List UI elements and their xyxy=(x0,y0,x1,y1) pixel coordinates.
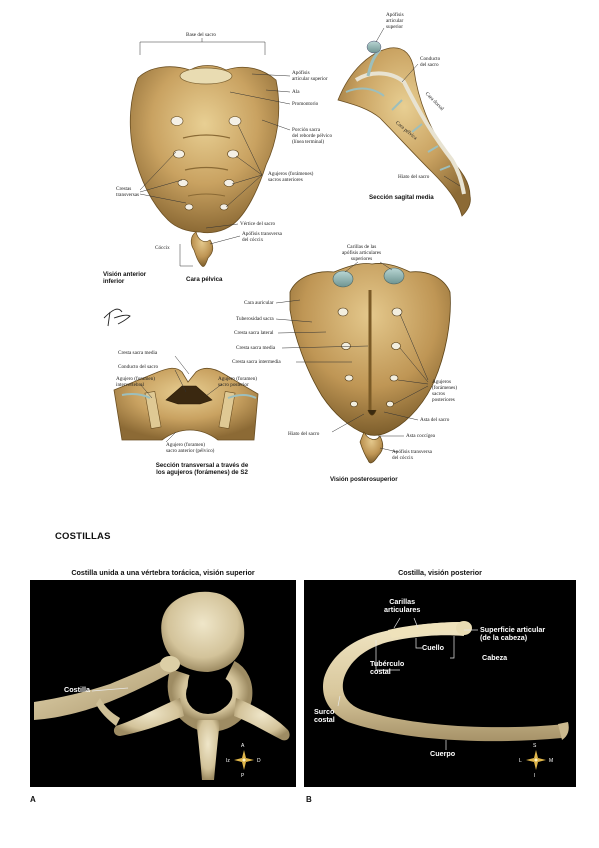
compass-a-east: D xyxy=(257,758,261,764)
compass-b-east: M xyxy=(549,758,554,764)
label-posterior-sacral-hiatus: Hiato del sacro xyxy=(288,431,320,437)
caption-anterior-view: Visión anterior inferior xyxy=(103,271,147,286)
label-sacral-apex: Vértice del sacro xyxy=(240,221,276,227)
label-posterior-foramina: Agujeros (forámenes) sacros posteriores xyxy=(432,379,458,403)
sacrum-illustration: Base del sacro Apófisis articular superi… xyxy=(103,12,471,483)
label-coccygeal-cornu: Asta coccígea xyxy=(406,433,435,439)
caption-transverse-section: Sección transversal a través de los aguj… xyxy=(155,462,249,477)
label-articular-facets-b: Carillas articulares xyxy=(384,597,421,615)
label-transverse-median-crest: Cresta sacra media xyxy=(118,350,158,356)
label-superior-articular-process: Apófisis articular superior xyxy=(292,70,328,82)
section-title: COSTILLAS xyxy=(55,531,111,542)
label-rib-body: Cuerpo xyxy=(430,749,456,758)
netter-signature xyxy=(103,308,131,327)
compass-b-west: L xyxy=(519,758,522,764)
label-posterior-coccyx-transverse: Apófisis transversa del cóccix xyxy=(392,449,432,461)
label-transverse-sacral-canal: Conducto del sacro xyxy=(118,364,159,370)
label-coccyx: Cóccix xyxy=(155,245,170,251)
label-intermediate-crest: Cresta sacra intermedia xyxy=(232,359,281,365)
label-transverse-anterior-foramen: Agujero (foramen) sacro anterior (pélvic… xyxy=(166,442,215,454)
label-transverse-posterior-foramen: Agujero (foramen) sacro posterior xyxy=(218,376,258,388)
label-sagittal-sacral-hiatus: Hiato del sacro xyxy=(398,174,430,180)
label-pelvic-brim: Porción sacra del reborde pélvico (línea… xyxy=(292,127,333,145)
label-head: Cabeza xyxy=(482,653,508,662)
compass-b-north: S xyxy=(533,743,537,749)
caption-sagittal-section: Sección sagital media xyxy=(369,194,434,201)
panel-letter-b: B xyxy=(306,795,312,804)
photo-a-rib-vertebra: Costilla A P Iz D xyxy=(30,580,296,787)
sacrum-anterior-drawing xyxy=(103,27,471,464)
label-intervertebral-foramen: Agujero (foramen) intervertebral xyxy=(116,376,156,388)
caption-pelvic-face: Cara pélvica xyxy=(186,276,223,283)
label-sacral-base: Base del sacro xyxy=(186,32,216,38)
label-costal-groove: Surco costal xyxy=(314,707,335,725)
label-sacral-tuberosity: Tuberosidad sacra xyxy=(236,316,274,322)
compass-a-south: P xyxy=(241,773,245,779)
label-transverse-ridges: Crestas transversas xyxy=(116,186,140,198)
photo-b-title: Costilla, visión posterior xyxy=(398,568,482,577)
caption-posterior-view: Visión posterosuperior xyxy=(330,476,398,483)
label-costal-tubercle: Tubérculo costal xyxy=(370,659,405,677)
label-auricular-surface: Cara auricular xyxy=(244,300,274,306)
label-articular-facets: Carillas de las apófisis articulares sup… xyxy=(342,244,382,262)
label-ala: Ala xyxy=(292,89,300,95)
label-coccyx-transverse-process: Apófisis transversa del cóccix xyxy=(242,231,282,243)
label-promontory: Promontorio xyxy=(292,101,319,107)
label-head-articular-surface: Superficie articular (de la cabeza) xyxy=(480,625,546,643)
panel-letter-a: A xyxy=(30,795,36,804)
label-anterior-foramina: Agujeros (forámenes) sacros anteriores xyxy=(268,171,314,183)
label-rib: Costilla xyxy=(64,685,90,694)
photo-a-title: Costilla unida a una vértebra torácica, … xyxy=(71,568,255,577)
compass-b-south: I xyxy=(534,773,536,779)
label-posterior-median-crest: Cresta sacra media xyxy=(236,345,276,351)
compass-a-north: A xyxy=(241,743,245,749)
label-lateral-crest: Cresta sacra lateral xyxy=(234,330,274,336)
photo-b-rib-posterior: Carillas articulares Superficie articula… xyxy=(304,580,576,787)
label-neck: Cuello xyxy=(422,643,444,652)
label-sagittal-superior-articular: Apófisis articular superior xyxy=(386,12,404,30)
compass-a-west: Iz xyxy=(226,758,230,764)
label-sagittal-sacral-canal: Conducto del sacro xyxy=(420,56,441,68)
label-sacral-cornu: Asta del sacro xyxy=(420,417,450,423)
